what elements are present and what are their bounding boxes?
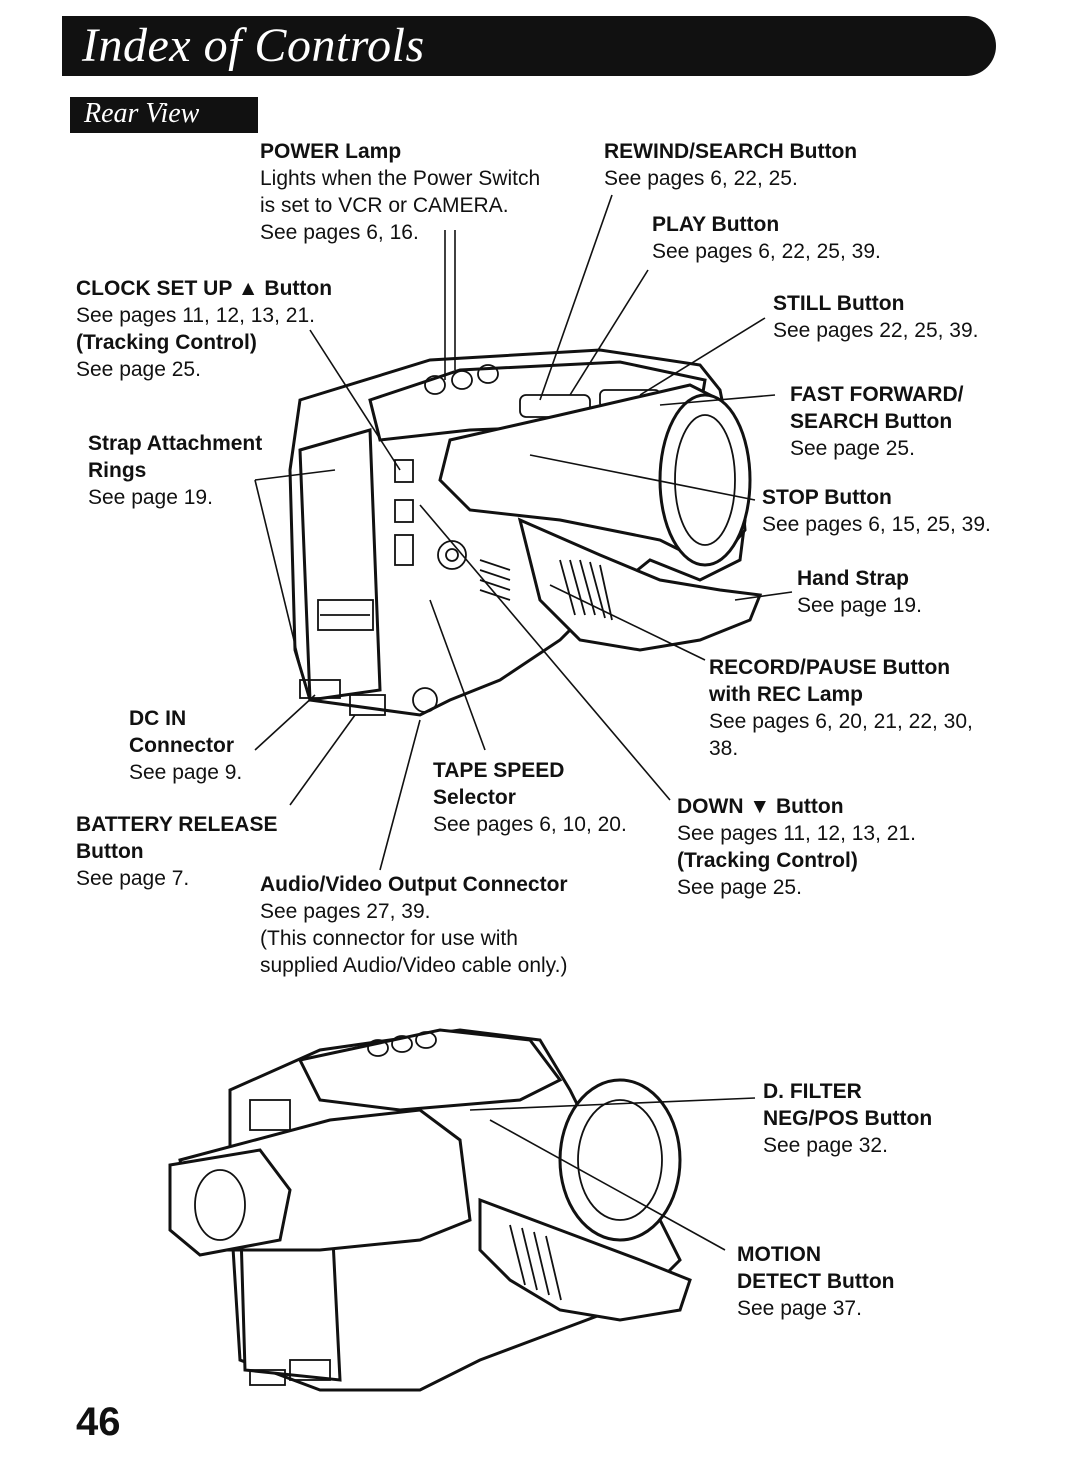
- label-title: D. FILTER: [763, 1080, 862, 1103]
- label-desc: See page 7.: [76, 867, 190, 890]
- label-desc: See page 9.: [129, 761, 243, 784]
- label-desc: See pages 11, 12, 13, 21.: [677, 822, 916, 845]
- section-heading: Rear View: [70, 97, 258, 133]
- label-title: DOWN ▼ Button: [677, 795, 844, 818]
- page-title: Index of Controls: [82, 19, 425, 72]
- label-title: (Tracking Control): [76, 331, 257, 354]
- label-desc: Lights when the Power Switch: [260, 167, 541, 190]
- d-filter-label: D. FILTER NEG/POS Button See page 32.: [763, 1078, 932, 1159]
- label-desc: 38.: [709, 737, 739, 760]
- label-desc: See page 19.: [88, 486, 213, 509]
- label-title: NEG/POS Button: [763, 1107, 933, 1130]
- label-desc: See pages 6, 10, 20.: [433, 813, 627, 836]
- label-title: DETECT Button: [737, 1270, 895, 1293]
- label-title: STOP Button: [762, 486, 892, 509]
- label-title: FAST FORWARD/: [790, 383, 964, 406]
- label-desc: See page 25.: [76, 358, 201, 381]
- label-title: TAPE SPEED: [433, 759, 565, 782]
- record-pause-label: RECORD/PAUSE Button with REC Lamp See pa…: [709, 654, 973, 762]
- label-title: (Tracking Control): [677, 849, 858, 872]
- label-desc: See pages 22, 25, 39.: [773, 319, 979, 342]
- label-title: REWIND/SEARCH Button: [604, 140, 858, 163]
- title-banner: Index of Controls: [62, 16, 996, 76]
- label-desc: See page 25.: [790, 437, 915, 460]
- label-title: Rings: [88, 459, 147, 482]
- stop-label: STOP Button See pages 6, 15, 25, 39.: [762, 484, 991, 538]
- label-desc: See page 25.: [677, 876, 802, 899]
- label-title: RECORD/PAUSE Button: [709, 656, 951, 679]
- leader-lines-top: [254, 194, 793, 871]
- label-desc: See page 37.: [737, 1297, 862, 1320]
- label-desc: See pages 6, 20, 21, 22, 30,: [709, 710, 973, 733]
- label-title: Audio/Video Output Connector: [260, 873, 568, 896]
- fast-forward-label: FAST FORWARD/ SEARCH Button See page 25.: [790, 381, 963, 462]
- label-desc: is set to VCR or CAMERA.: [260, 194, 509, 217]
- label-desc: See page 32.: [763, 1134, 888, 1157]
- label-title: PLAY Button: [652, 213, 780, 236]
- camcorder-rear-drawing: [288, 348, 763, 717]
- label-title: with REC Lamp: [709, 683, 864, 706]
- label-title: Connector: [129, 734, 234, 757]
- strap-rings-label: Strap Attachment Rings See page 19.: [88, 430, 262, 511]
- label-desc: See page 19.: [797, 594, 922, 617]
- play-label: PLAY Button See pages 6, 22, 25, 39.: [652, 211, 881, 265]
- label-desc: supplied Audio/Video cable only.): [260, 954, 568, 977]
- label-title: CLOCK SET UP ▲ Button: [76, 277, 333, 300]
- rewind-search-label: REWIND/SEARCH Button See pages 6, 22, 25…: [604, 138, 857, 192]
- label-desc: See pages 6, 22, 25.: [604, 167, 798, 190]
- av-output-label: Audio/Video Output Connector See pages 2…: [260, 871, 568, 979]
- section-heading-label: Rear View: [84, 98, 200, 129]
- battery-release-label: BATTERY RELEASE Button See page 7.: [76, 811, 277, 892]
- label-title: BATTERY RELEASE: [76, 813, 278, 836]
- label-desc: See pages 27, 39.: [260, 900, 431, 923]
- label-desc: See pages 11, 12, 13, 21.: [76, 304, 315, 327]
- label-title: Hand Strap: [797, 567, 910, 590]
- label-title: Button: [76, 840, 144, 863]
- label-title: STILL Button: [773, 292, 905, 315]
- motion-detect-label: MOTION DETECT Button See page 37.: [737, 1241, 894, 1322]
- tape-speed-label: TAPE SPEED Selector See pages 6, 10, 20.: [433, 757, 627, 838]
- label-desc: See pages 6, 22, 25, 39.: [652, 240, 881, 263]
- page-number: 46: [76, 1400, 121, 1444]
- camcorder-front-drawing: [168, 1028, 692, 1392]
- label-title: DC IN: [129, 707, 187, 730]
- label-title: SEARCH Button: [790, 410, 953, 433]
- dc-in-label: DC IN Connector See page 9.: [129, 705, 242, 786]
- clock-set-up-label: CLOCK SET UP ▲ Button See pages 11, 12, …: [76, 275, 332, 383]
- label-title: POWER Lamp: [260, 140, 402, 163]
- label-desc: (This connector for use with: [260, 927, 518, 950]
- hand-strap-label: Hand Strap See page 19.: [797, 565, 922, 619]
- label-desc: See pages 6, 15, 25, 39.: [762, 513, 991, 536]
- label-title: Strap Attachment: [88, 432, 263, 455]
- label-desc: See pages 6, 16.: [260, 221, 419, 244]
- leader-lines-bottom: [469, 1097, 756, 1251]
- power-lamp-label: POWER Lamp Lights when the Power Switch …: [260, 138, 540, 246]
- label-title: MOTION: [737, 1243, 821, 1266]
- down-label: DOWN ▼ Button See pages 11, 12, 13, 21. …: [677, 793, 916, 901]
- label-title: Selector: [433, 786, 516, 809]
- still-label: STILL Button See pages 22, 25, 39.: [773, 290, 979, 344]
